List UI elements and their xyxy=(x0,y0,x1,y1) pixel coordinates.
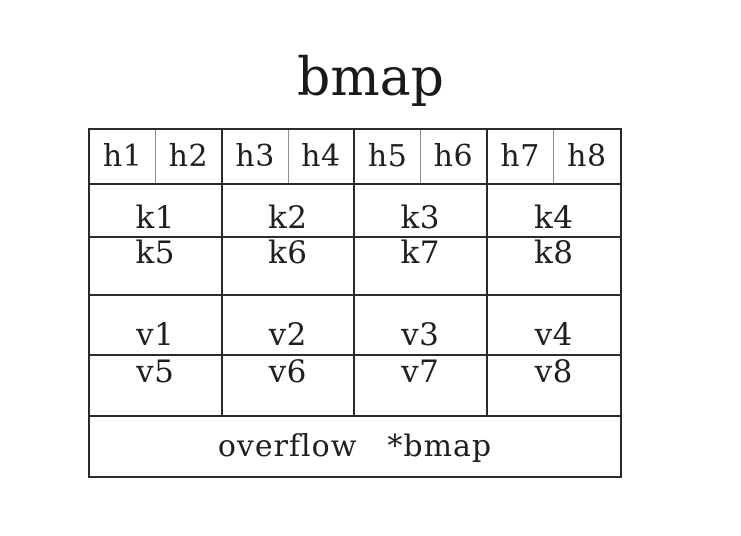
overflow-pointer-type: *bmap xyxy=(387,428,493,464)
key-cell-k3: k3 xyxy=(355,185,488,236)
keys-row-bottom: k5 k6 k7 k8 xyxy=(90,238,620,296)
tophash-cell-h8: h8 xyxy=(567,138,607,174)
value-cell-v7: v7 xyxy=(355,356,488,415)
key-cell-k1: k1 xyxy=(90,185,223,236)
value-cell-v1: v1 xyxy=(90,296,223,354)
overflow-label: overflow xyxy=(217,428,358,464)
tophash-cell-h5: h5 xyxy=(355,130,422,183)
tophash-cell-h6: h6 xyxy=(421,130,488,183)
key-cell-k7: k7 xyxy=(355,238,488,294)
overflow-cell: overflow *bmap xyxy=(90,417,620,476)
overflow-row: overflow *bmap xyxy=(90,417,620,476)
tophash-row: h1 h2 h3 h4 h5 h6 h7 h8 xyxy=(90,130,620,185)
tophash-cell-h1: h1 xyxy=(90,130,157,183)
key-cell-k6: k6 xyxy=(223,238,355,294)
key-cell-k8: k8 xyxy=(533,235,574,271)
value-cell-v8: v8 xyxy=(534,354,573,390)
key-cell-k5: k5 xyxy=(90,238,223,294)
values-row-top: v1 v2 v3 v4 xyxy=(90,296,620,356)
bmap-table: h1 h2 h3 h4 h5 h6 h7 h8 k1 k2 k3 k4 k5 k… xyxy=(88,128,622,478)
keys-row-top: k1 k2 k3 k4 xyxy=(90,185,620,238)
values-row-bottom: v5 v6 v7 v8 xyxy=(90,356,620,417)
value-cell-v6: v6 xyxy=(223,356,355,415)
value-cell-v5: v5 xyxy=(90,356,223,415)
page-title: bmap xyxy=(297,48,444,108)
key-cell-k2: k2 xyxy=(223,185,355,236)
tophash-cell-h3: h3 xyxy=(223,130,289,183)
value-cell-v2: v2 xyxy=(223,296,355,354)
value-cell-v3: v3 xyxy=(355,296,488,354)
tophash-cell-h4: h4 xyxy=(289,130,355,183)
tophash-cell-h7: h7 xyxy=(488,130,554,183)
tophash-cell-h2: h2 xyxy=(156,130,223,183)
value-cell-v4: v4 xyxy=(534,317,573,353)
key-cell-k4: k4 xyxy=(533,200,574,236)
